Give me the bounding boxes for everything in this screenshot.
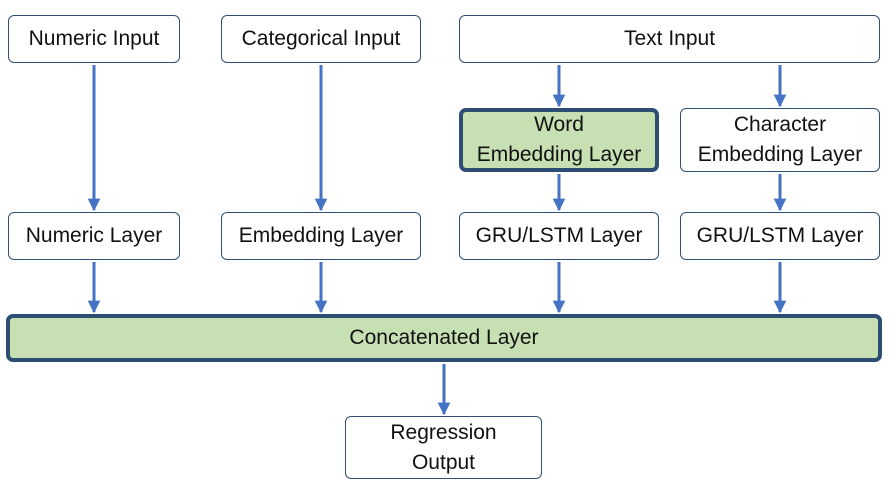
concatenated-layer-label: Concatenated Layer — [349, 326, 539, 349]
gru-lstm-layer-word-label: GRU/LSTM Layer — [475, 224, 643, 247]
concatenated-layer-node: Concatenated Layer — [6, 314, 882, 362]
text-input-node: Text Input — [459, 15, 880, 63]
word-embedding-layer-node: Word Embedding Layer — [459, 108, 659, 172]
numeric-layer-label: Numeric Layer — [25, 224, 163, 247]
numeric-input-node: Numeric Input — [8, 15, 180, 63]
numeric-layer-node: Numeric Layer — [8, 212, 180, 260]
character-embedding-layer-node: Character Embedding Layer — [680, 108, 880, 172]
embedding-layer-label: Embedding Layer — [238, 224, 404, 247]
categorical-input-node: Categorical Input — [221, 15, 421, 63]
gru-lstm-layer-char-node: GRU/LSTM Layer — [680, 212, 880, 260]
word-embedding-layer-label: Word Embedding Layer — [476, 113, 642, 166]
text-input-label: Text Input — [623, 27, 716, 50]
regression-output-node: Regression Output — [345, 416, 542, 479]
character-embedding-layer-label: Character Embedding Layer — [697, 113, 863, 166]
regression-output-label: Regression Output — [390, 420, 497, 474]
embedding-layer-node: Embedding Layer — [221, 212, 421, 260]
gru-lstm-layer-word-node: GRU/LSTM Layer — [459, 212, 659, 260]
categorical-input-label: Categorical Input — [241, 27, 401, 50]
numeric-input-label: Numeric Input — [28, 27, 160, 50]
gru-lstm-layer-char-label: GRU/LSTM Layer — [696, 224, 864, 247]
